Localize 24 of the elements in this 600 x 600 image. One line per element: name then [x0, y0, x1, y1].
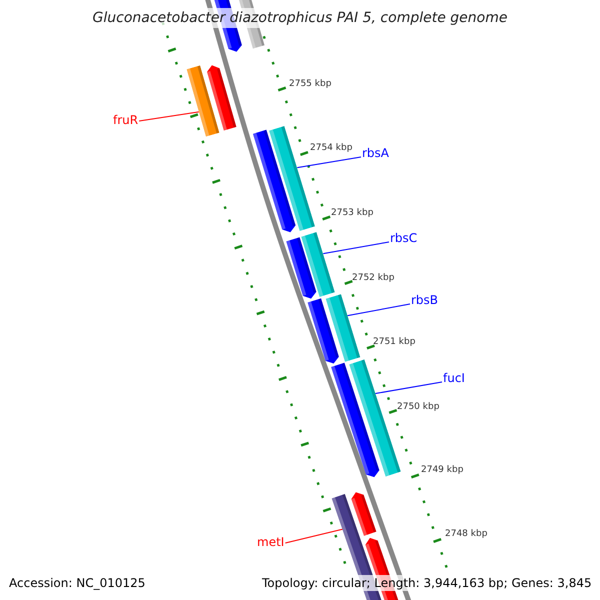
scale-label: 2751 kbp — [373, 337, 416, 347]
leader-line — [296, 156, 362, 168]
leader-line — [347, 304, 410, 316]
gene-label: rbsA — [362, 146, 390, 160]
leader-line — [138, 111, 200, 122]
footer-text: Accession: NC_010125 — [9, 575, 146, 591]
scale-label: 2749 kbp — [421, 465, 464, 475]
scale-label: 2754 kbp — [310, 143, 352, 153]
gene-bar — [326, 294, 360, 362]
gene-label: rbsC — [390, 231, 418, 245]
gene-label: rbsB — [411, 293, 438, 307]
leader-line — [322, 242, 390, 254]
scale-label: 2753 kbp — [331, 208, 374, 218]
scale-label: 2750 kbp — [397, 402, 440, 412]
scale-label: 2752 kbp — [352, 273, 394, 283]
gene-label: metI — [257, 535, 284, 549]
gene-bar — [301, 232, 335, 296]
leader-line — [284, 528, 343, 544]
scale-label: 2755 kbp — [289, 79, 332, 89]
gene-bar — [186, 65, 220, 137]
gene-label: fruR — [113, 113, 138, 127]
gene-label: fucI — [443, 371, 465, 385]
scale-label: 2748 kbp — [445, 529, 488, 539]
leader-line — [374, 382, 442, 394]
